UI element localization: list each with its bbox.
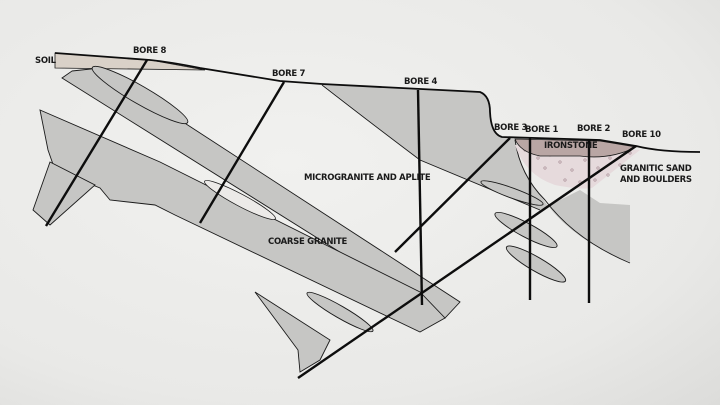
granite-lens	[494, 211, 558, 249]
bore-4-line	[416, 89, 424, 306]
granite-lens	[306, 291, 374, 333]
coarse-granite-label: COARSE GRANITE	[268, 237, 348, 247]
rock-boundary	[514, 139, 631, 264]
bore-10-label: BORE 10	[622, 130, 661, 140]
bore-8-label: BORE 8	[133, 46, 167, 56]
microgranite-label: MICROGRANITE AND APLITE	[304, 173, 431, 183]
bore-3-label: BORE 3	[494, 123, 528, 133]
bore-8-line	[44, 59, 149, 227]
bore-1-label: BORE 1	[525, 125, 559, 135]
granitic-sand-label-line2: AND BOULDERS	[620, 175, 692, 185]
granite-lens	[480, 180, 544, 206]
granite-wedge-left	[32, 161, 96, 226]
coarse-granite-band	[39, 109, 446, 333]
granite-lens	[505, 245, 567, 283]
bore-10-line	[297, 145, 637, 379]
soil-label: SOIL	[35, 56, 57, 66]
bore-4-label: BORE 4	[404, 77, 438, 87]
bore-3-line	[394, 137, 511, 253]
bore-7-label: BORE 7	[272, 69, 306, 79]
ironstone-label: IRONSTONE	[544, 141, 598, 151]
bore-2-label: BORE 2	[577, 124, 611, 134]
bore-7-line	[198, 81, 286, 224]
granitic-sand-label: GRANITIC SAND	[620, 164, 692, 174]
ground-surface-line	[54, 52, 701, 153]
sand-dots	[523, 148, 632, 184]
granite-wedge-lower	[254, 291, 331, 373]
granite-lens	[91, 65, 189, 125]
granite-lens	[204, 180, 276, 220]
